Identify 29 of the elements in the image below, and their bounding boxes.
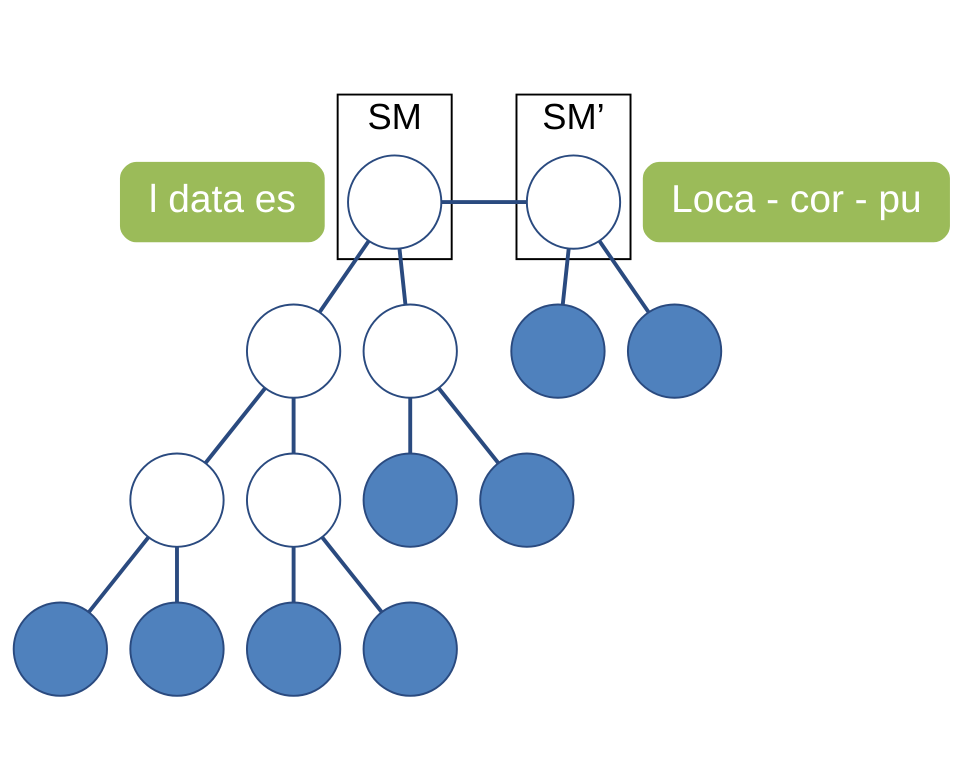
node-circle bbox=[626, 304, 722, 399]
node-circle bbox=[347, 154, 442, 250]
connector bbox=[441, 200, 527, 204]
node-circle bbox=[129, 452, 225, 548]
node-circle bbox=[510, 304, 606, 399]
connector bbox=[408, 398, 412, 454]
connector bbox=[292, 398, 296, 454]
node-circle bbox=[12, 602, 108, 697]
connector bbox=[175, 546, 179, 602]
connector bbox=[87, 536, 150, 614]
node-box: l data es bbox=[120, 162, 325, 242]
node-circle bbox=[362, 602, 458, 697]
node-circle bbox=[129, 602, 225, 697]
connector bbox=[598, 240, 650, 314]
node-circle bbox=[526, 154, 622, 250]
node-box: Loca - cor - pu bbox=[642, 162, 950, 242]
connector bbox=[318, 240, 370, 314]
node-circle bbox=[479, 452, 574, 548]
cluster: SM bbox=[336, 94, 453, 260]
connector bbox=[320, 536, 384, 614]
node-circle bbox=[246, 304, 342, 399]
node-circle bbox=[362, 304, 458, 399]
node-circle bbox=[246, 452, 342, 548]
node-circle bbox=[246, 602, 342, 697]
connector bbox=[437, 387, 500, 464]
connector bbox=[204, 387, 267, 464]
cluster: SM’ bbox=[516, 94, 632, 260]
connector bbox=[292, 546, 296, 602]
node-circle bbox=[362, 452, 458, 548]
